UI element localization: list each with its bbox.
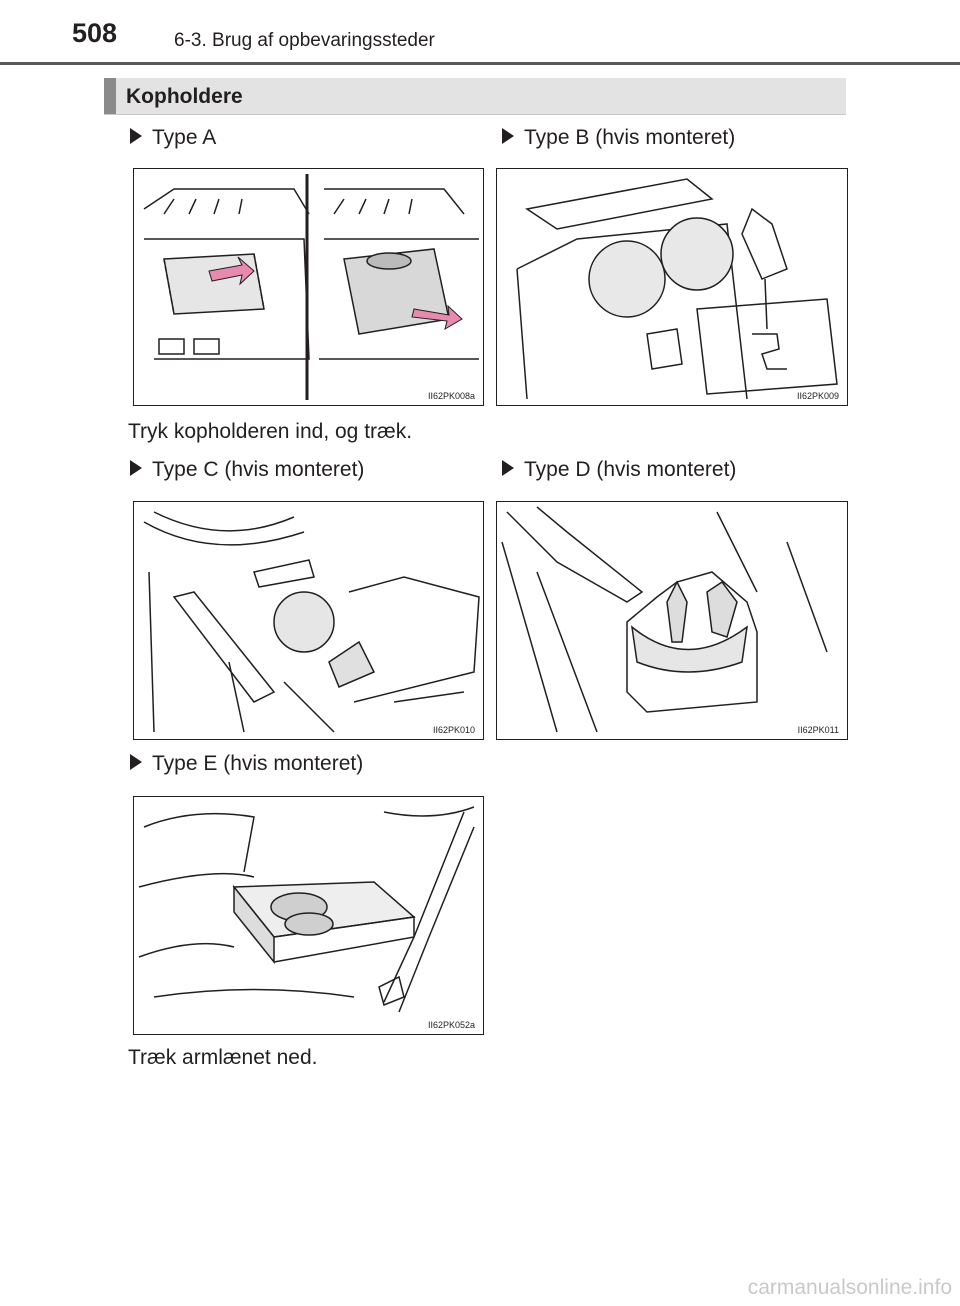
figure-code: II62PK052a <box>427 1020 475 1030</box>
type-a-heading: Type A <box>130 126 216 150</box>
figure-code: II62PK009 <box>796 391 839 401</box>
bullet-triangle-icon <box>130 754 142 771</box>
figure-type-c: II62PK010 <box>133 501 484 740</box>
cup-holder-type-a-illustration <box>143 174 479 400</box>
type-b-heading: Type B (hvis monteret) <box>502 126 735 150</box>
figure-code: II62PK010 <box>432 725 475 735</box>
section-header: Kopholdere <box>104 78 846 115</box>
instruction-type-a: Tryk kopholderen ind, og træk. <box>128 420 413 443</box>
armrest-cup-holder-illustration <box>138 806 475 1013</box>
bullet-triangle-icon <box>502 460 514 477</box>
cup-holder-type-c-illustration <box>143 511 480 733</box>
figure-code: II62PK011 <box>797 725 839 735</box>
chapter-title: 6-3. Brug af opbevaringssteder <box>174 30 435 51</box>
type-b-label: Type B (hvis monteret) <box>524 126 736 149</box>
type-a-label: Type A <box>152 126 217 149</box>
figure-type-d: II62PK011 <box>496 501 848 740</box>
instruction-type-e: Træk armlænet ned. <box>128 1046 318 1069</box>
figure-type-e: II62PK052a <box>133 796 484 1035</box>
type-c-heading: Type C (hvis monteret) <box>130 458 364 482</box>
section-title: Kopholdere <box>126 85 243 108</box>
figure-type-a: II62PK008a <box>133 168 484 406</box>
bullet-triangle-icon <box>130 128 142 145</box>
page-number: 508 <box>72 18 118 48</box>
cup-holder-type-d-illustration <box>501 506 828 733</box>
type-e-heading: Type E (hvis monteret) <box>130 752 363 776</box>
cup-holder-type-b-illustration <box>516 178 838 400</box>
section-accent <box>104 78 116 114</box>
figure-code: II62PK008a <box>427 391 475 401</box>
watermark-text: carmanualsonline.info <box>747 1276 952 1299</box>
figure-type-b: II62PK009 <box>496 168 848 406</box>
type-d-heading: Type D (hvis monteret) <box>502 458 736 482</box>
type-e-label: Type E (hvis monteret) <box>152 752 364 775</box>
type-d-label: Type D (hvis monteret) <box>524 458 737 481</box>
bullet-triangle-icon <box>130 460 142 477</box>
bullet-triangle-icon <box>502 128 514 145</box>
type-c-label: Type C (hvis monteret) <box>152 458 365 481</box>
header-rule <box>0 62 960 65</box>
